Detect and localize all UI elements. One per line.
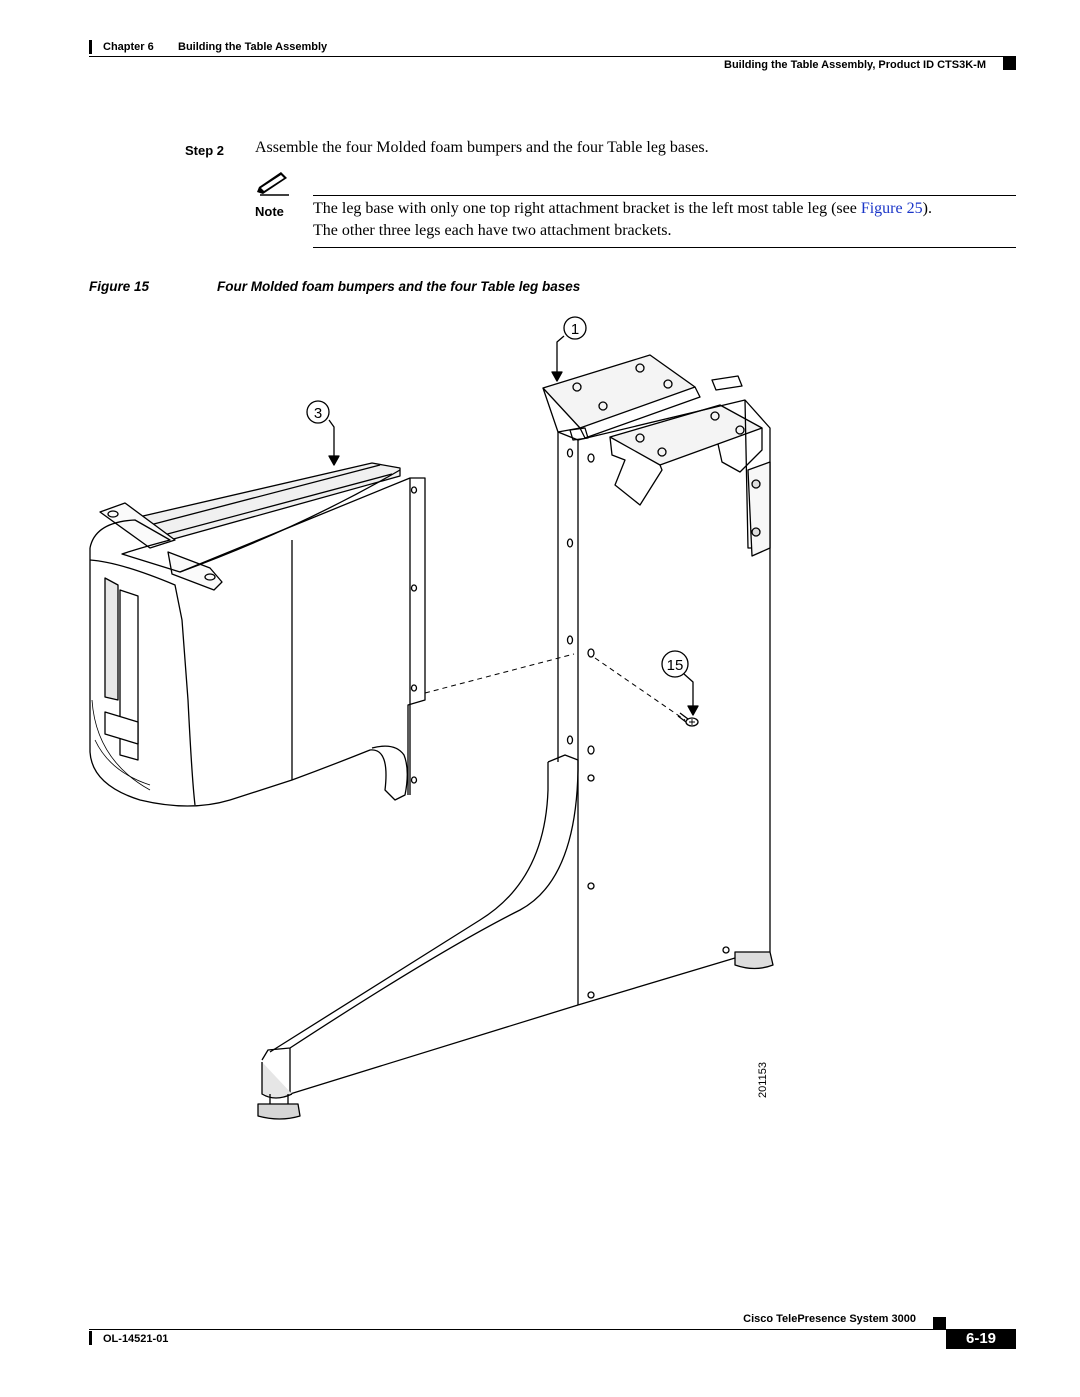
callout-3 xyxy=(306,400,340,466)
header-chapter-title: Building the Table Assembly xyxy=(178,41,328,53)
footer-doc-number: OL-14521-01 xyxy=(103,1333,169,1345)
note-label: Note xyxy=(255,204,284,219)
foam-bumper xyxy=(89,462,426,807)
figure-title: Four Molded foam bumpers and the four Ta… xyxy=(217,279,581,294)
art-id: 201153 xyxy=(756,1062,769,1098)
header-section-title: Building the Table Assembly, Product ID … xyxy=(724,59,986,71)
table-leg xyxy=(257,354,774,1120)
note-text-after: ). xyxy=(922,200,932,217)
callout-15 xyxy=(661,650,699,716)
callout-1 xyxy=(551,316,587,382)
note-text-line2: The other three legs each have two attac… xyxy=(313,222,672,239)
callout-1-label: 1 xyxy=(571,321,579,338)
page-number: 6-19 xyxy=(965,1330,997,1347)
header-left-bar xyxy=(89,40,92,54)
note-top-rule xyxy=(313,195,1016,196)
note-text: The leg base with only one top right att… xyxy=(313,200,932,218)
pencil-icon xyxy=(255,170,291,196)
page-number-badge xyxy=(946,1329,1016,1349)
header-chapter-label: Chapter 6 xyxy=(103,41,154,53)
figure-label: Figure 15 xyxy=(89,279,150,294)
note-text-before: The leg base with only one top right att… xyxy=(313,200,861,217)
footer-rule xyxy=(89,1329,1016,1330)
header-right-block xyxy=(1003,57,1016,70)
figure-25-link[interactable]: Figure 25 xyxy=(860,200,923,217)
footer-left-bar xyxy=(89,1331,92,1345)
step-label: Step 2 xyxy=(185,143,225,158)
callout-3-label: 3 xyxy=(314,405,322,422)
header-rule xyxy=(89,56,1016,57)
screw xyxy=(677,712,699,727)
callout-15-label: 15 xyxy=(667,657,684,674)
note-bottom-rule xyxy=(313,247,1016,248)
step-text: Assemble the four Molded foam bumpers an… xyxy=(255,139,709,156)
footer-block xyxy=(933,1317,946,1330)
footer-product: Cisco TelePresence System 3000 xyxy=(743,1313,916,1325)
